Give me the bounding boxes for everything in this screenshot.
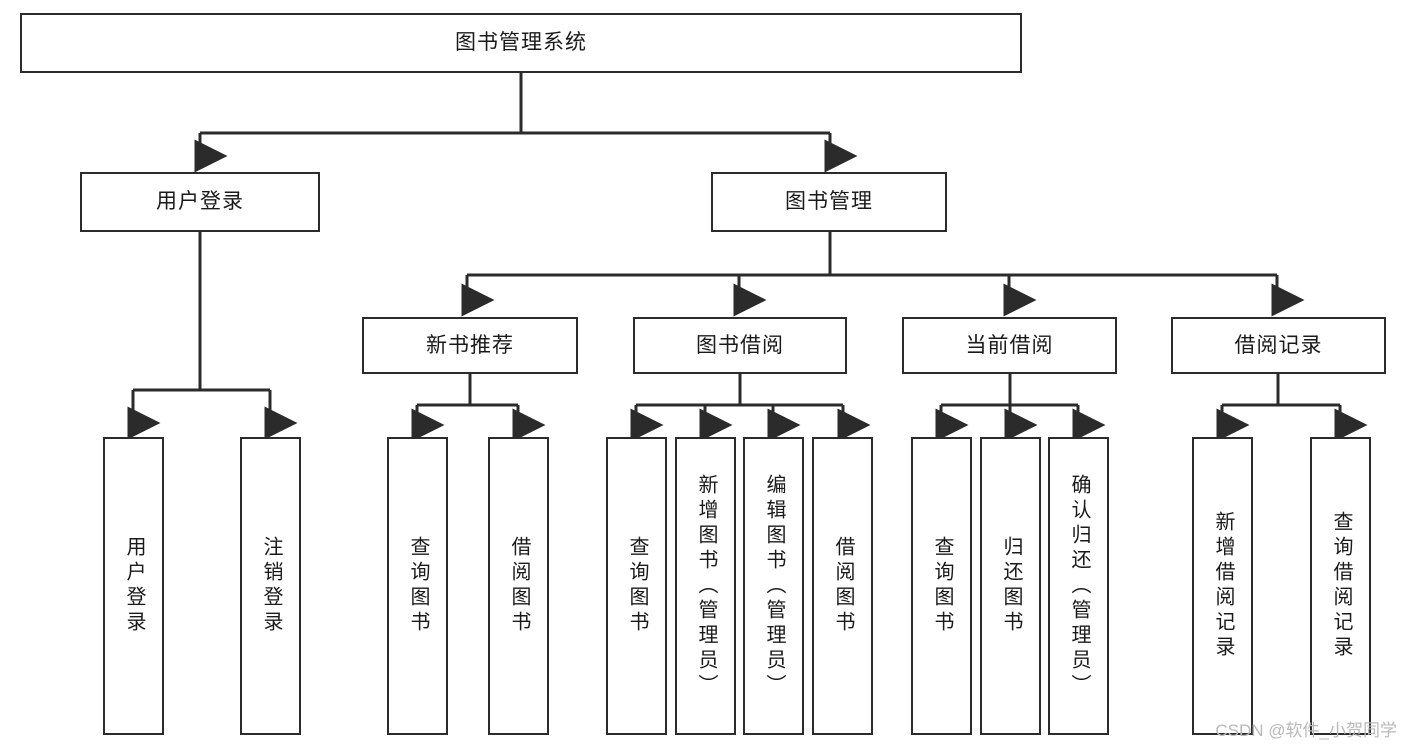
leaf-user-login-label: 用户登录	[123, 536, 145, 636]
node-new-book-recommend-label: 新书推荐	[426, 333, 514, 357]
node-current-borrow-label: 当前借阅	[965, 333, 1054, 357]
watermark: CSDN @软件_小贺同学	[1215, 721, 1397, 740]
node-root[interactable]: 图书管理系统	[20, 13, 1022, 73]
node-book-borrow-label: 图书借阅	[696, 333, 784, 357]
node-user-login[interactable]: 用户登录	[80, 172, 320, 232]
leaf-borrow-book-recommend-label: 借阅图书	[508, 536, 530, 636]
leaf-return-book-label: 归还图书	[1000, 536, 1022, 636]
leaf-add-borrow-record-label: 新增借阅记录	[1212, 511, 1234, 661]
leaf-search-book-recommend[interactable]: 查询图书	[387, 437, 448, 735]
leaf-borrow-book-recommend[interactable]: 借阅图书	[488, 437, 549, 735]
leaf-add-book-admin[interactable]: 新增图书（管理员）	[675, 437, 736, 735]
leaf-search-borrow-record-label: 查询借阅记录	[1330, 511, 1352, 661]
leaf-search-book-current-label: 查询图书	[931, 536, 953, 636]
leaf-user-login[interactable]: 用户登录	[103, 437, 164, 735]
node-root-label: 图书管理系统	[455, 31, 587, 55]
node-book-management[interactable]: 图书管理	[711, 172, 947, 232]
leaf-add-borrow-record[interactable]: 新增借阅记录	[1192, 437, 1253, 735]
node-book-management-label: 图书管理	[785, 190, 873, 214]
leaf-edit-book-admin-label: 编辑图书（管理员）	[763, 473, 785, 699]
leaf-borrow-book-label: 借阅图书	[832, 536, 854, 636]
leaf-search-book-recommend-label: 查询图书	[407, 536, 429, 636]
leaf-search-book-borrow-label: 查询图书	[626, 536, 648, 636]
leaf-search-book-current[interactable]: 查询图书	[911, 437, 972, 735]
leaf-borrow-book[interactable]: 借阅图书	[812, 437, 873, 735]
node-borrow-record[interactable]: 借阅记录	[1171, 317, 1386, 374]
leaf-logout[interactable]: 注销登录	[240, 437, 301, 735]
leaf-search-book-borrow[interactable]: 查询图书	[606, 437, 667, 735]
leaf-edit-book-admin[interactable]: 编辑图书（管理员）	[743, 437, 804, 735]
leaf-search-borrow-record[interactable]: 查询借阅记录	[1310, 437, 1371, 735]
node-book-borrow[interactable]: 图书借阅	[633, 317, 847, 374]
leaf-confirm-return-admin[interactable]: 确认归还（管理员）	[1048, 437, 1109, 735]
leaf-return-book[interactable]: 归还图书	[980, 437, 1041, 735]
leaf-logout-label: 注销登录	[260, 536, 282, 636]
leaf-add-book-admin-label: 新增图书（管理员）	[695, 473, 717, 699]
node-borrow-record-label: 借阅记录	[1234, 333, 1323, 357]
leaf-confirm-return-admin-label: 确认归还（管理员）	[1068, 473, 1090, 699]
node-user-login-label: 用户登录	[156, 190, 244, 214]
node-current-borrow[interactable]: 当前借阅	[902, 317, 1117, 374]
node-new-book-recommend[interactable]: 新书推荐	[362, 317, 578, 374]
